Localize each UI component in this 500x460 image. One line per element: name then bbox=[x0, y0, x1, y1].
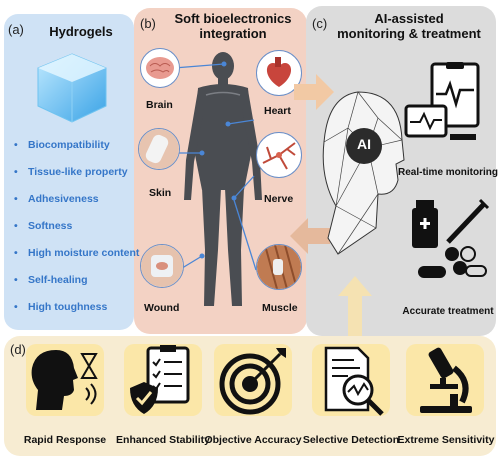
panel-b-label: (b) bbox=[140, 16, 156, 31]
property-item: •High moisture content bbox=[14, 247, 140, 259]
ai-text: AI bbox=[357, 136, 371, 152]
feature-label: Rapid Response bbox=[23, 434, 107, 446]
panel-c-label: (c) bbox=[312, 16, 328, 31]
property-item: •Softness bbox=[14, 220, 73, 232]
document-magnifier-icon bbox=[324, 346, 384, 416]
organ-label-muscle: Muscle bbox=[262, 302, 298, 314]
checklist-shield-icon bbox=[130, 345, 190, 414]
nerve-icon bbox=[256, 132, 302, 178]
ai-head-icon bbox=[322, 91, 405, 255]
organ-label-brain: Brain bbox=[146, 99, 173, 111]
feature-label: Enhanced Stability bbox=[116, 434, 210, 446]
microscope-icon bbox=[420, 347, 472, 413]
property-item: •Adhesiveness bbox=[14, 193, 99, 205]
feature-card bbox=[208, 344, 298, 424]
property-item: •High toughness bbox=[14, 301, 108, 313]
organ-label-skin: Skin bbox=[149, 187, 172, 199]
feature-card bbox=[118, 344, 208, 424]
organ-label-heart: Heart bbox=[264, 105, 291, 117]
heart-icon bbox=[256, 50, 302, 96]
property-item: •Biocompatibility bbox=[14, 139, 110, 151]
organ-label-nerve: Nerve bbox=[264, 193, 294, 205]
feature-card bbox=[306, 344, 396, 424]
feature-label: Objective Accuracy bbox=[204, 434, 302, 446]
feature-label: Selective Detection bbox=[302, 434, 400, 446]
muscle-icon bbox=[256, 244, 302, 290]
left-arrow-icon bbox=[290, 218, 330, 254]
panel-a-title: Hydrogels bbox=[49, 24, 113, 39]
feature-label: Extreme Sensitivity bbox=[397, 434, 495, 446]
ice-cube-icon bbox=[37, 53, 107, 123]
skin-icon bbox=[138, 128, 180, 170]
organ-label-wound: Wound bbox=[144, 302, 180, 314]
right-arrow-icon bbox=[294, 74, 334, 110]
head-hourglass-icon bbox=[31, 350, 98, 410]
feature-card bbox=[400, 344, 490, 424]
target-icon bbox=[219, 348, 286, 415]
monitoring-label: Real-time monitoring bbox=[398, 167, 499, 178]
feature-card bbox=[20, 344, 110, 424]
panel-a-label: (a) bbox=[8, 22, 24, 37]
brain-icon bbox=[140, 48, 180, 88]
monitoring-icon bbox=[404, 62, 480, 140]
connector-lines bbox=[173, 61, 257, 274]
property-item: •Self-healing bbox=[14, 274, 88, 286]
wound-icon bbox=[140, 244, 184, 288]
up-arrow-icon bbox=[338, 276, 372, 336]
panel-d-label: (d) bbox=[10, 342, 26, 357]
property-item: •Tissue-like property bbox=[14, 166, 128, 178]
treatment-icon bbox=[412, 198, 490, 278]
treatment-label: Accurate treatment bbox=[402, 306, 494, 317]
